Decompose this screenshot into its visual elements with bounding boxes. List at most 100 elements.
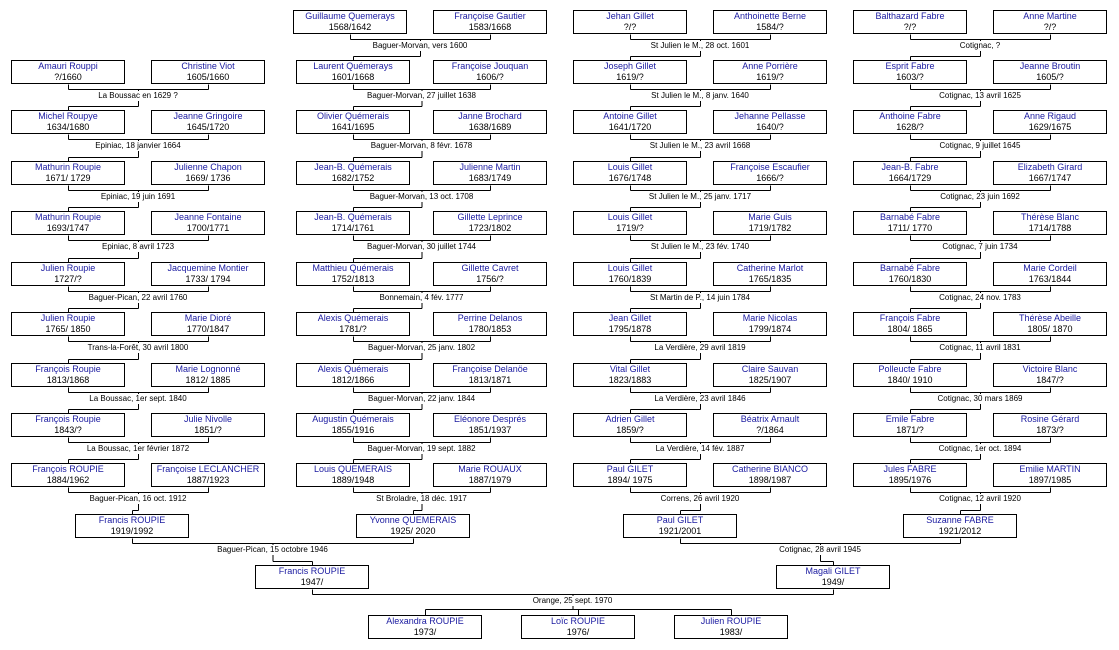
person-dates: ?/? — [623, 22, 637, 32]
person-name: Thérèse Blanc — [1020, 212, 1080, 222]
person-box[interactable]: Jehan Gillet?/? — [573, 10, 687, 34]
marriage-label: St Julien le M., 23 avril 1668 — [648, 141, 752, 151]
person-box[interactable]: Anne Martine?/? — [993, 10, 1107, 34]
person-box[interactable]: Béatrix Arnault?/1864 — [713, 413, 827, 437]
person-name: Françoise Gautier — [454, 11, 526, 21]
person-dates: 1884/1962 — [46, 475, 90, 485]
person-box[interactable]: Amauri Rouppi?/1660 — [11, 60, 125, 84]
person-dates: 1898/1987 — [748, 475, 792, 485]
person-dates: 1760/1830 — [888, 274, 932, 284]
person-box[interactable]: Balthazard Fabre?/? — [853, 10, 967, 34]
person-name: Polleucte Fabre — [878, 364, 942, 374]
marriage-label: Bonnemain, 4 fév. 1777 — [378, 293, 465, 303]
person-dates: 1719/? — [616, 223, 644, 233]
person-dates: 1669/ 1736 — [185, 173, 231, 183]
person-name: Jules FABRE — [883, 464, 937, 474]
person-dates: 1719/1782 — [748, 223, 792, 233]
